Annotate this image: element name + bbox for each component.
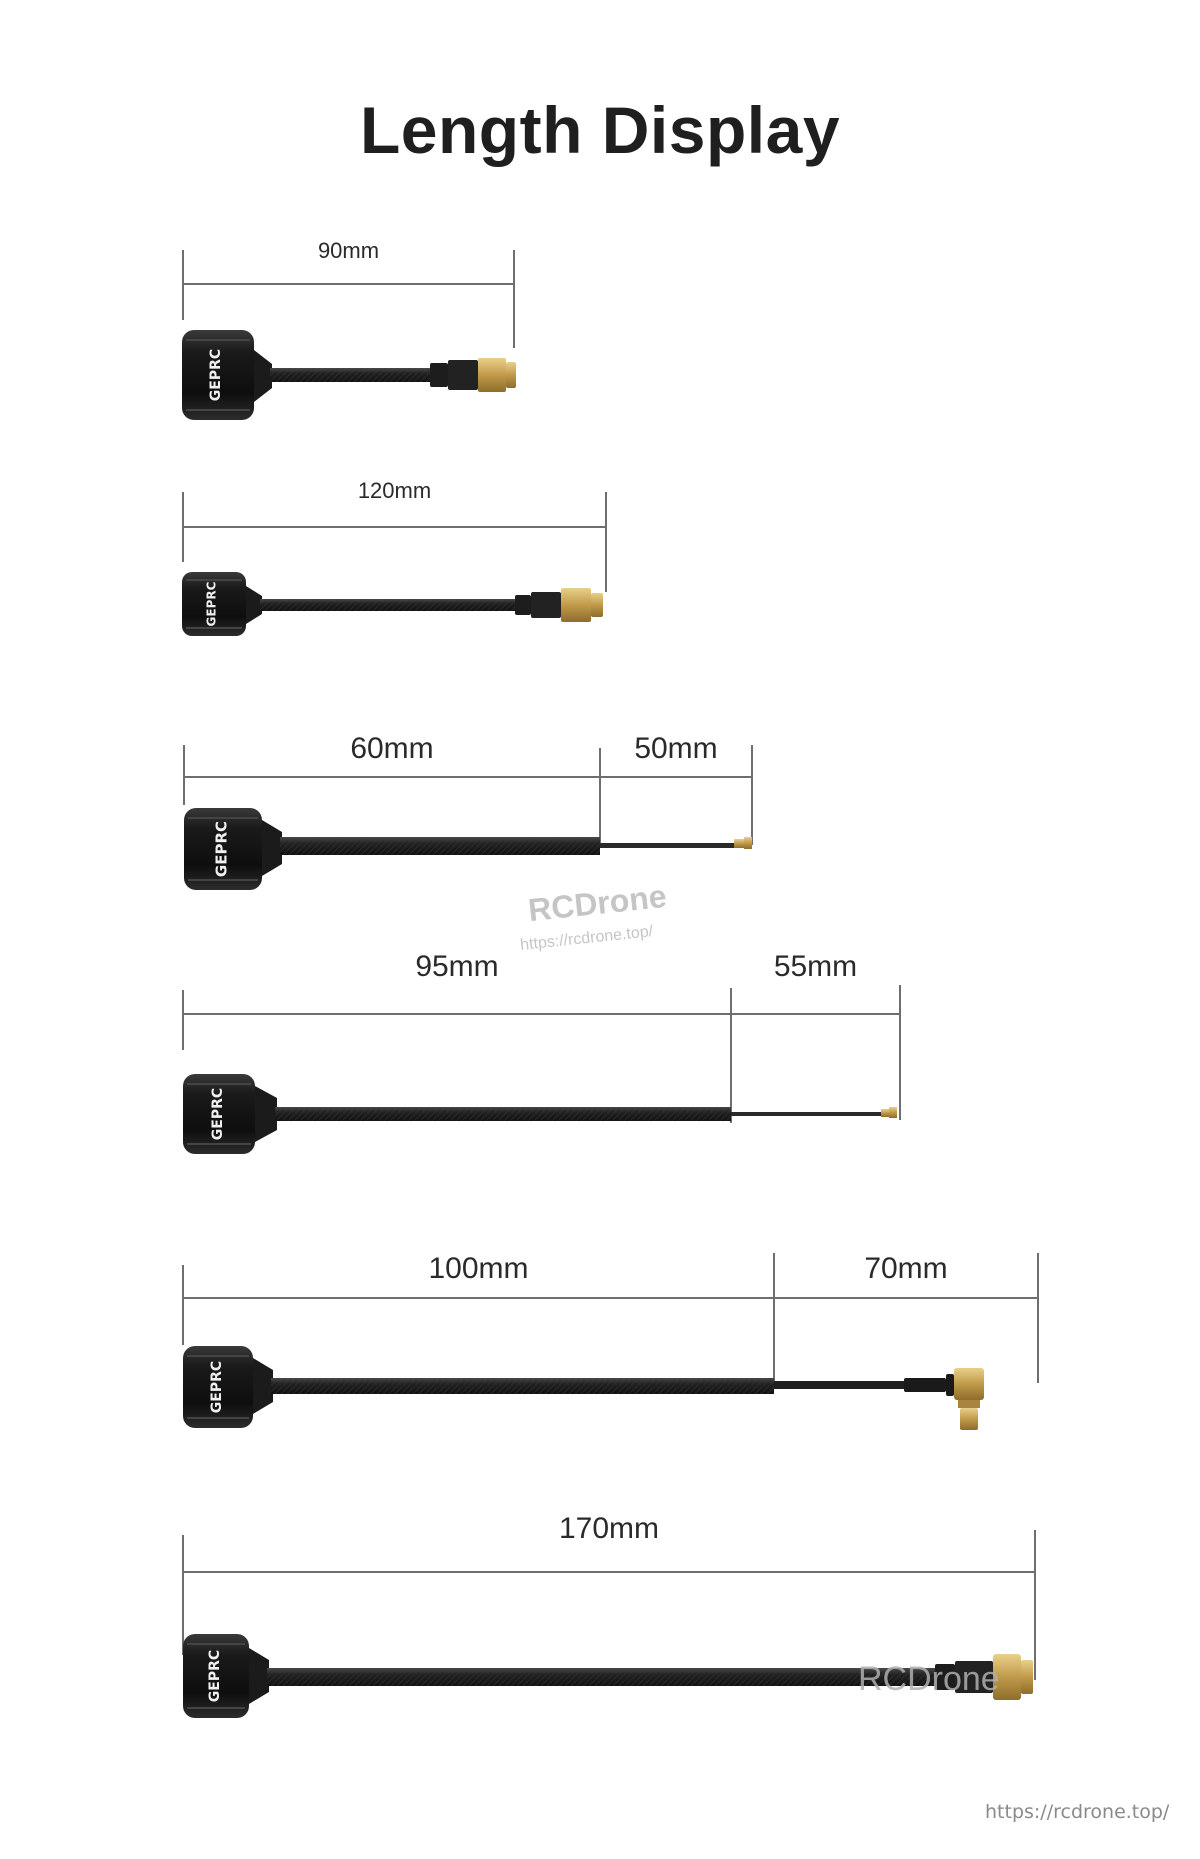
svg-text:GEPRC: GEPRC xyxy=(207,1650,223,1702)
dimension-label: 90mm xyxy=(317,238,380,263)
dimension-tick-right xyxy=(605,492,607,592)
footer-url: https://rcdrone.top/ xyxy=(985,1801,1170,1823)
dimension-line xyxy=(184,776,752,778)
dimension-tick-right xyxy=(899,985,901,1120)
dimension-tick-mid xyxy=(773,1253,775,1383)
dimension-tick-right xyxy=(1034,1530,1036,1680)
dimension-tick-mid xyxy=(599,748,601,844)
antenna-ipex-icon: GEPRC xyxy=(184,808,752,890)
antenna-mmcx-icon: GEPRC xyxy=(183,1346,984,1430)
dimension-line xyxy=(183,1571,1035,1573)
dimension-tick-mid xyxy=(730,988,732,1123)
antenna-sma-icon: GEPRC xyxy=(183,1634,1033,1718)
dimension-tick-left xyxy=(182,1265,184,1345)
svg-text:GEPRC: GEPRC xyxy=(209,1361,225,1413)
antenna-sma-icon: GEPRC xyxy=(182,330,516,420)
watermark-brand-overlay: RCDrone xyxy=(858,1660,1000,1698)
dimension-tick-left xyxy=(183,745,185,805)
dimension-label: 55mm xyxy=(773,950,858,983)
dimension-line xyxy=(183,526,606,528)
svg-text:GEPRC: GEPRC xyxy=(213,821,231,877)
dimension-label: 170mm xyxy=(558,1512,660,1545)
dimension-line xyxy=(183,1297,1038,1299)
dimension-label: 70mm xyxy=(864,1252,948,1285)
svg-text:GEPRC: GEPRC xyxy=(205,581,219,626)
antenna-ipex-icon: GEPRC xyxy=(183,1074,897,1154)
dimension-label: 120mm xyxy=(357,478,432,503)
dimension-label: 50mm xyxy=(634,732,718,765)
svg-text:GEPRC: GEPRC xyxy=(208,349,224,401)
antenna-sma-icon: GEPRC xyxy=(182,572,603,636)
dimension-line xyxy=(183,283,514,285)
dimension-tick-right xyxy=(751,745,753,845)
dimension-tick-left xyxy=(182,1535,184,1655)
dimension-tick-left xyxy=(182,250,184,320)
dimension-line xyxy=(183,1013,900,1015)
dimension-tick-right xyxy=(513,250,515,348)
dimension-label: 60mm xyxy=(350,732,434,765)
svg-text:GEPRC: GEPRC xyxy=(210,1088,226,1140)
dimension-label: 100mm xyxy=(428,1252,529,1285)
dimension-tick-right xyxy=(1037,1253,1039,1383)
dimension-tick-left xyxy=(182,990,184,1050)
page-title: Length Display xyxy=(359,93,841,167)
dimension-label: 95mm xyxy=(415,950,499,983)
